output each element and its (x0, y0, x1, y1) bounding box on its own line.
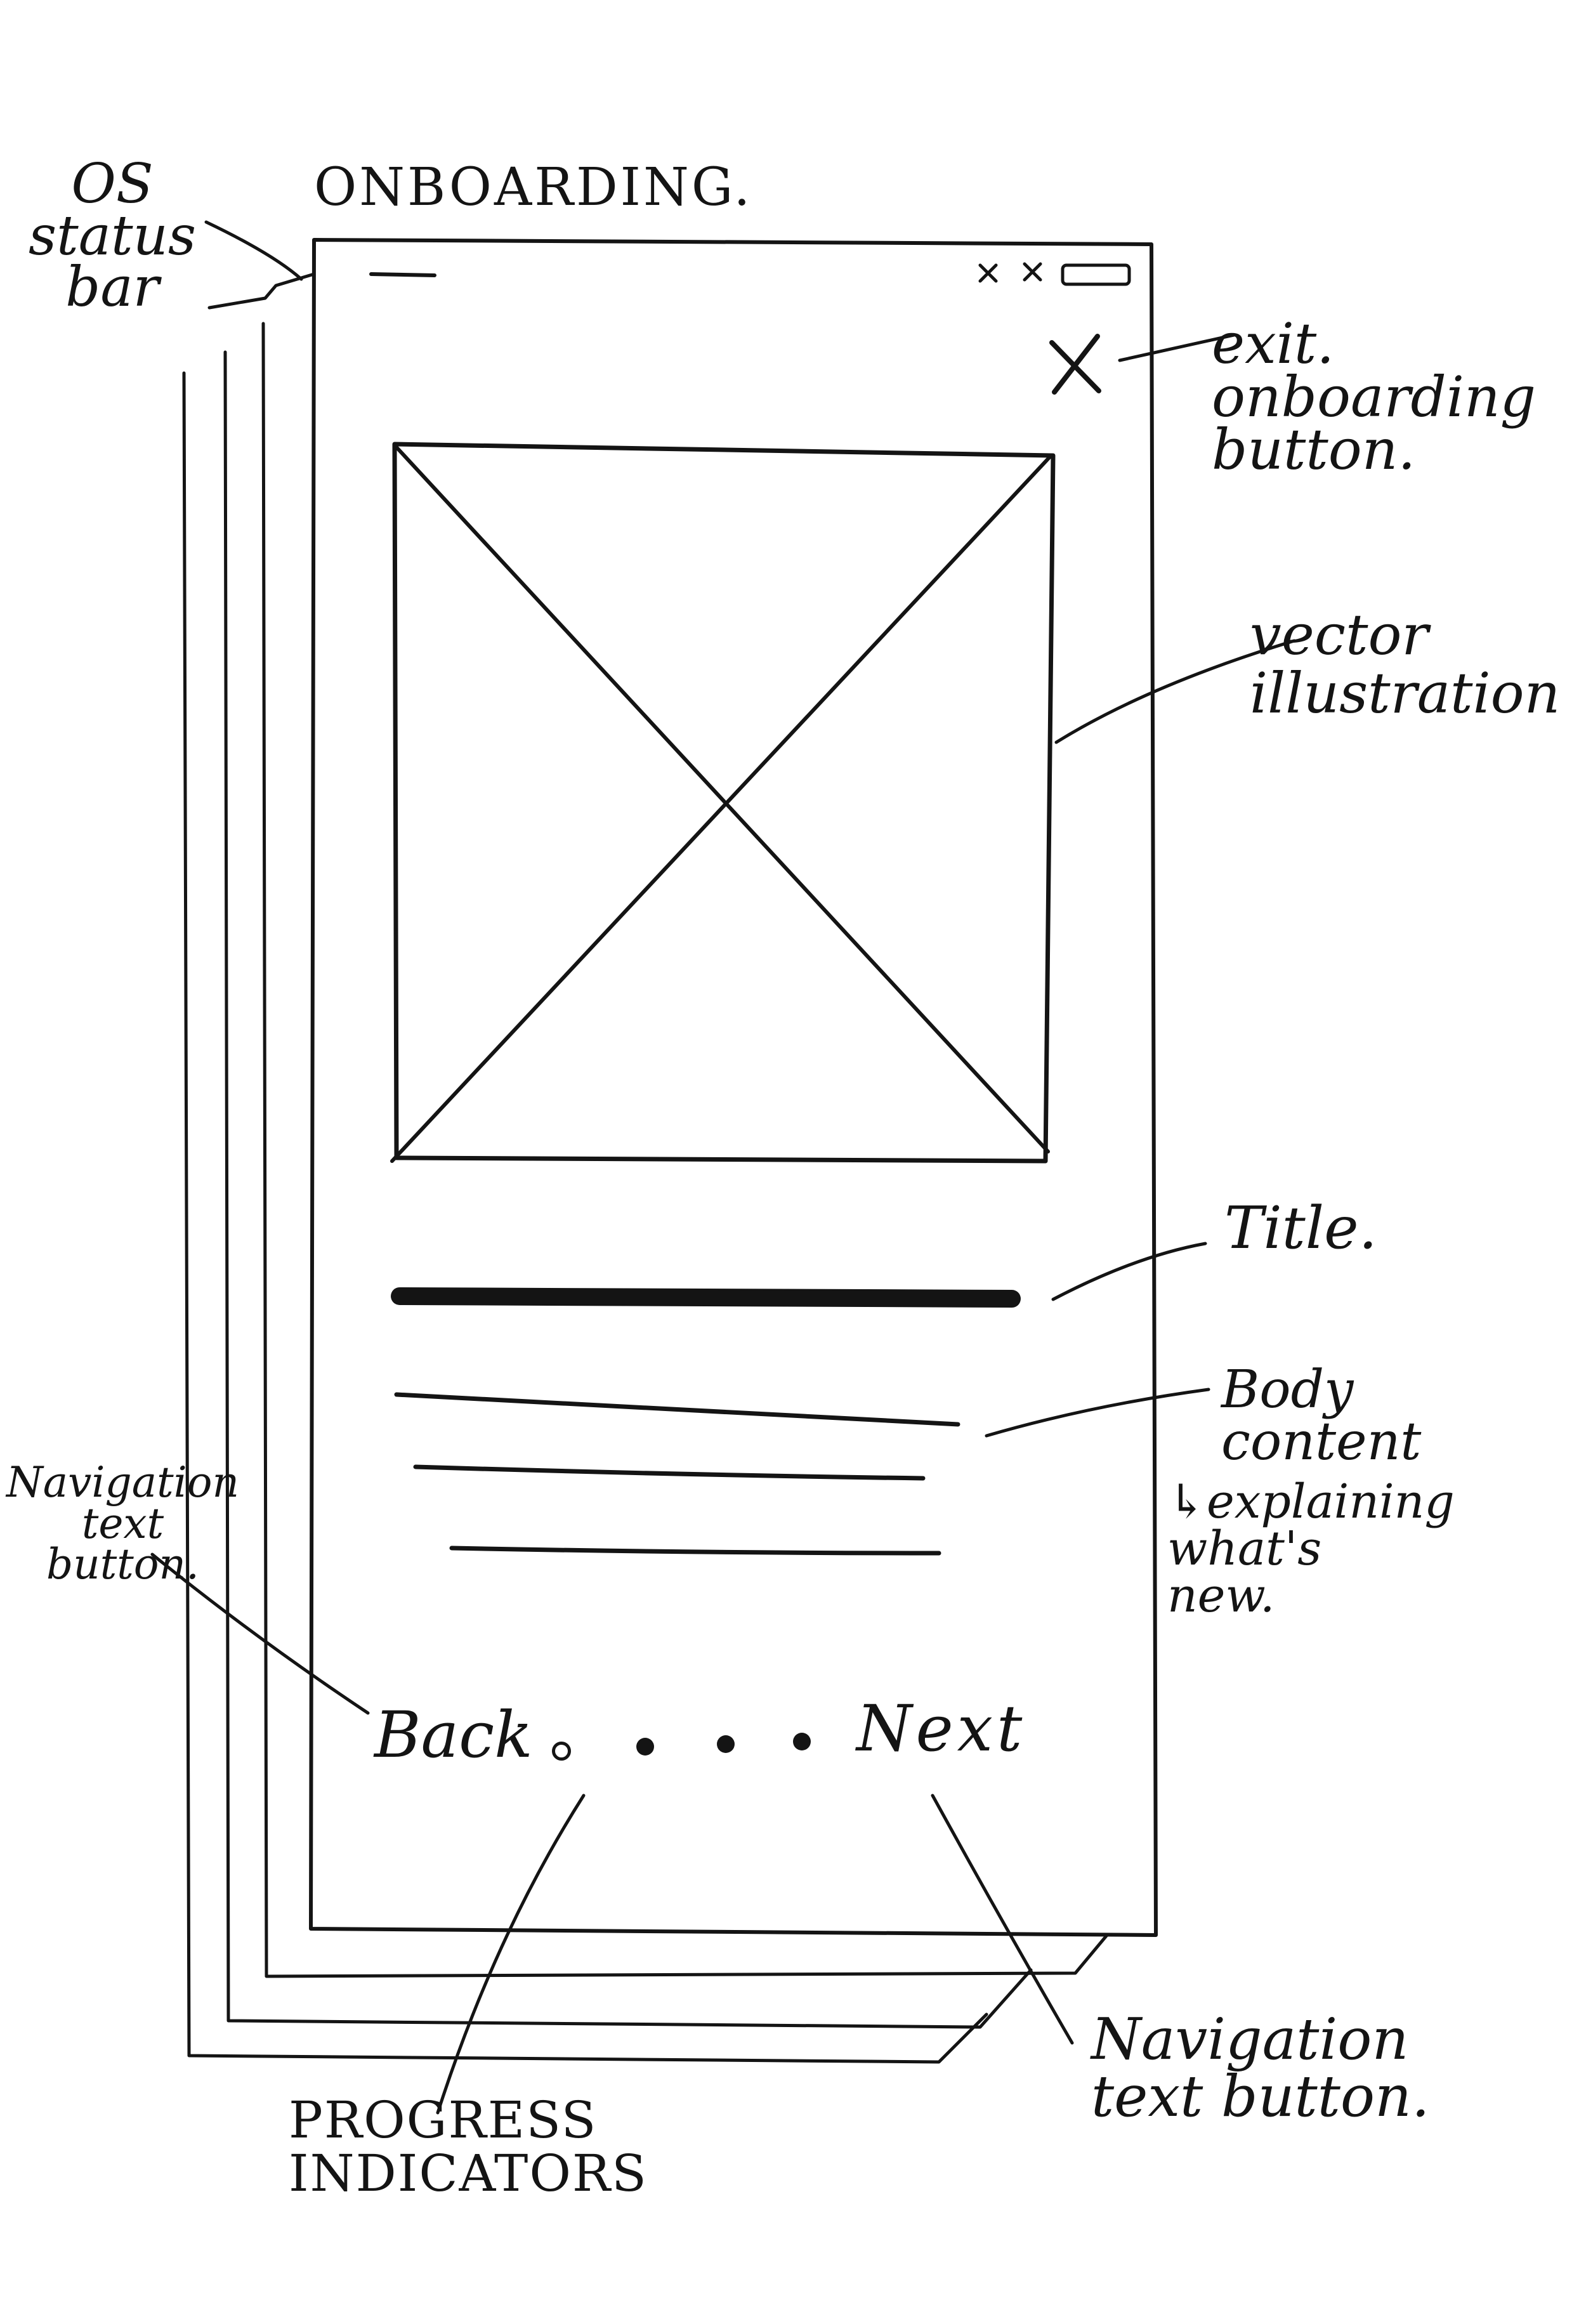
stacked-screen-1 (261, 322, 1109, 1978)
annotation-vector-illustration: vector illustration (1250, 602, 1561, 726)
leader-vector (1054, 639, 1296, 744)
close-icon (1049, 334, 1101, 395)
leader-nav-right (931, 1794, 1074, 2045)
exit-onboarding-button[interactable] (1040, 330, 1110, 400)
illustration-diagonal-1 (395, 445, 1050, 1153)
illustration-frame (392, 442, 1056, 1164)
stacked-screen-3 (182, 371, 988, 2064)
progress-dot-1 (552, 1742, 571, 1761)
sketch-heading: ONBOARDING. (314, 157, 753, 218)
leader-status-bar (204, 220, 303, 281)
annotation-progress-indicators: PROGRESS INDICATORS (289, 2091, 648, 2203)
status-wifi-icon (1023, 262, 1042, 282)
leader-exit (1118, 333, 1236, 362)
back-button[interactable]: Back (374, 1698, 533, 1772)
phone-screen-frame (309, 238, 1158, 1937)
stacked-screen-2 (223, 350, 1033, 2029)
leader-title (1051, 1242, 1207, 1301)
annotation-navigation-left: Navigation text button. (6, 1458, 239, 1589)
annotation-exit-button: exit. onboarding button. (1212, 311, 1536, 483)
body-line-1 (394, 1392, 960, 1427)
leader-status-bar-2 (207, 272, 316, 310)
status-battery-icon (1061, 263, 1131, 286)
leader-body (985, 1388, 1210, 1438)
next-button[interactable]: Next (856, 1691, 1026, 1766)
annotation-navigation-right: Navigation text button. (1091, 2006, 1430, 2130)
status-signal-icon (978, 263, 998, 283)
body-line-3 (449, 1546, 941, 1556)
leader-nav-left (150, 1553, 370, 1715)
annotation-title: Title. (1224, 1194, 1377, 1262)
title-placeholder (391, 1287, 1021, 1308)
annotation-body-content: Body content (1221, 1360, 1422, 1472)
progress-dot-3 (717, 1735, 735, 1753)
annotation-os-status-bar: OS status bar (29, 152, 197, 320)
progress-dot-4 (793, 1733, 811, 1750)
body-line-2 (413, 1464, 926, 1481)
annotation-body-content-detail: ↳explaining what's new. (1167, 1474, 1455, 1623)
progress-dot-2 (636, 1738, 654, 1756)
illustration-diagonal-2 (390, 455, 1052, 1163)
status-bar-time-line (369, 272, 436, 277)
leader-progress (436, 1794, 586, 2115)
